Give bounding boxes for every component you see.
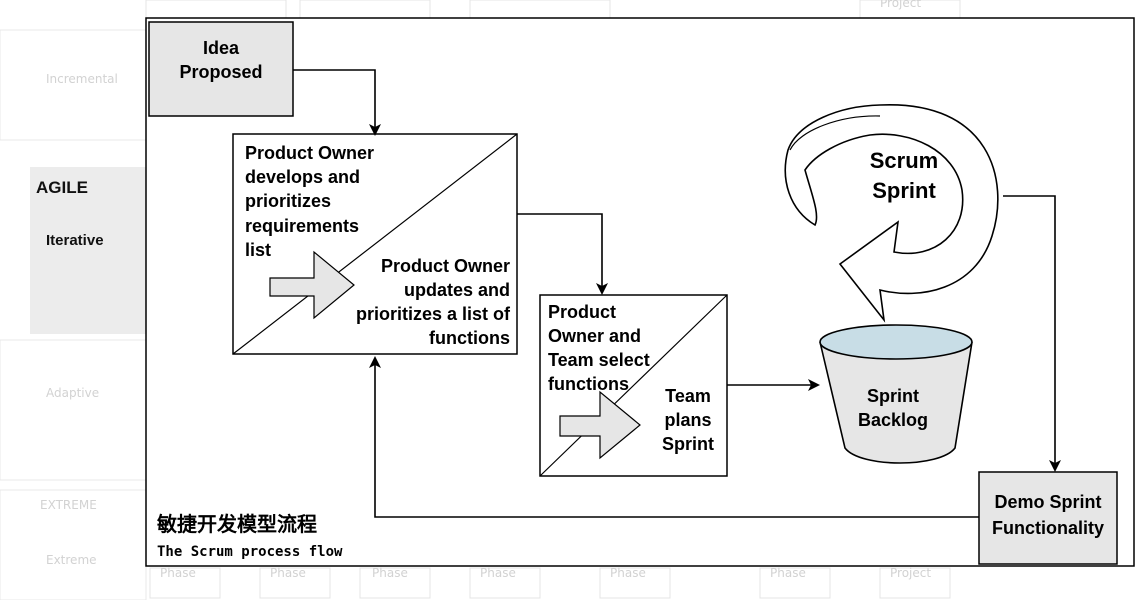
team-plans-line-2: plans [664,410,711,430]
iterative-label: Iterative [46,232,104,249]
agile-heading: AGILE [36,178,88,197]
bg-label-extreme: Extreme [46,553,97,567]
po-develops-line-5: list [245,240,271,260]
bg-label-extreme-heading: EXTREME [40,498,97,512]
idea-label-line-1: Idea [203,38,240,58]
arrow-idea-to-po [293,69,381,136]
bg-label-phase-5: Phase [610,566,646,580]
team-select-line-2: Owner and [548,326,641,346]
backlog-line-2: Backlog [858,410,928,430]
caption-title-cn: 敏捷开发模型流程 [157,512,317,536]
team-select-line-4: functions [548,374,629,394]
arrow-po-to-team [517,213,608,295]
po-updates-line-2: updates and [404,280,510,300]
scrum-sprint-line-2: Sprint [872,178,936,203]
arrow-sprint-to-demo [1003,195,1061,472]
arrow-demo-to-po [369,356,979,518]
bg-label-phase-2: Phase [270,566,306,580]
agile-panel [30,167,146,334]
bg-label-phase-4: Phase [480,566,516,580]
backlog-line-1: Sprint [867,386,919,406]
po-develops-line-2: develops and [245,167,360,187]
caption-title-en: The Scrum process flow [157,544,343,560]
po-box-arrow-icon [269,250,355,320]
sprint-backlog-bucket [819,341,973,464]
team-select-line-3: Team select [548,350,650,370]
po-updates-line-4: functions [429,328,510,348]
idea-label-line-2: Proposed [179,62,262,82]
demo-line-2: Functionality [992,518,1104,538]
bg-label-phase-1: Phase [160,566,196,580]
po-develops-line-3: prioritizes [245,191,331,211]
demo-line-1: Demo Sprint [994,492,1101,512]
bg-label-project-bottom: Project [890,566,932,580]
team-plans-line-3: Sprint [662,434,714,454]
scrum-sprint-line-1: Scrum [870,148,938,173]
idea-proposed-box [148,21,294,117]
team-box-diagonal [539,294,728,477]
sprint-backlog-top [819,324,973,360]
po-updates-line-1: Product Owner [381,256,510,276]
team-select-line-1: Product [548,302,616,322]
po-develops-line-1: Product Owner [245,143,374,163]
team-plans-line-1: Team [665,386,711,406]
demo-sprint-box [978,471,1118,565]
po-updates-line-3: prioritizes a list of [356,304,511,324]
bg-label-phase-6: Phase [770,566,806,580]
po-develops-line-4: requirements [245,216,359,236]
po-box-diagonal [232,133,518,355]
bg-label-project-top: Project [880,0,922,10]
bg-label-incremental: Incremental [46,72,118,86]
team-box-arrow-icon [559,390,641,460]
scrum-sprint-cycle-icon [784,104,999,323]
bg-label-adaptive: Adaptive [46,386,100,400]
scrum-cycle-inner-edge [789,115,881,151]
bg-label-phase-3: Phase [372,566,408,580]
